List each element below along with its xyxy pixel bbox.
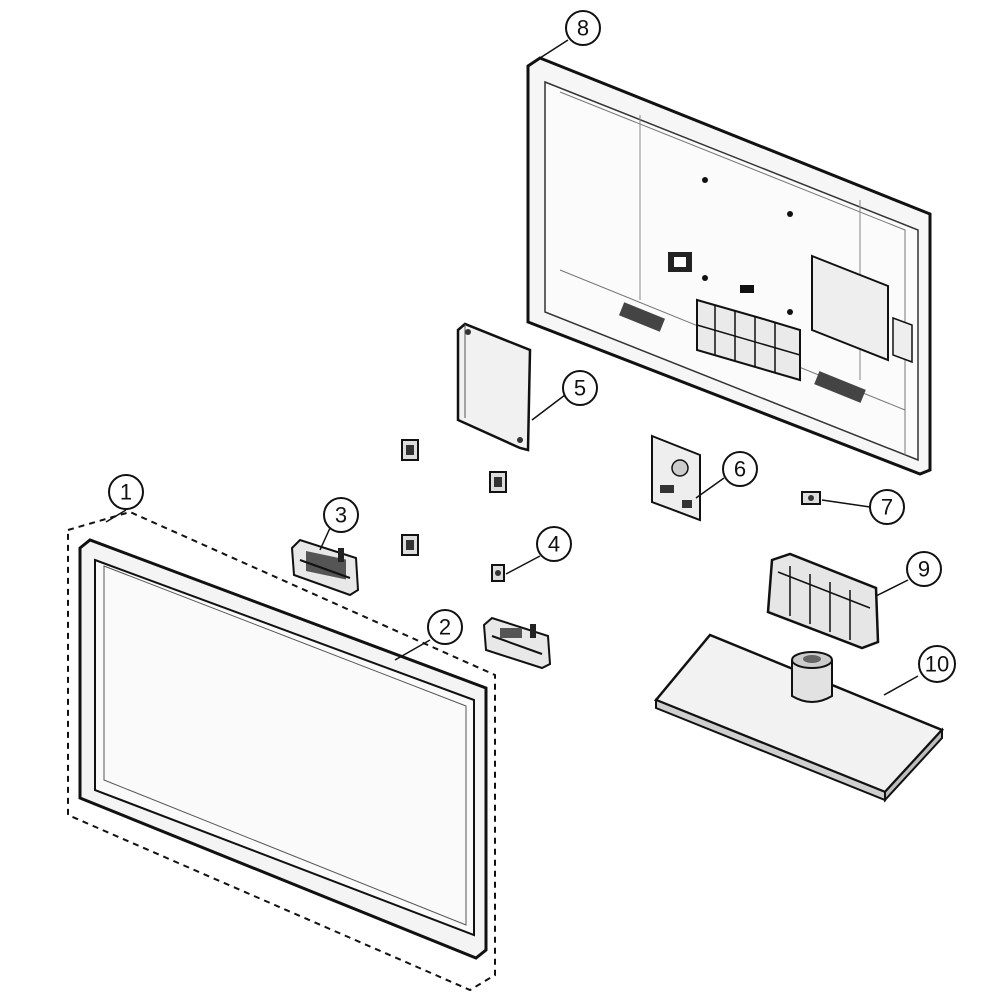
callout-8-label: 8 bbox=[577, 16, 589, 41]
callout-8: 8 bbox=[565, 10, 601, 46]
callout-5-label: 5 bbox=[574, 376, 586, 401]
callout-5: 5 bbox=[562, 370, 598, 406]
callouts: 1 2 3 4 5 6 bbox=[105, 10, 956, 696]
callout-4: 4 bbox=[536, 526, 572, 562]
connector-clip bbox=[801, 491, 821, 505]
rear-cover-stand-mount bbox=[696, 298, 801, 382]
callout-3-label: 3 bbox=[335, 503, 347, 528]
bracket-clip bbox=[489, 471, 507, 493]
bracket-clip bbox=[401, 439, 419, 461]
callout-4-label: 4 bbox=[548, 532, 560, 557]
callout-10: 10 bbox=[918, 645, 956, 683]
stand-neck bbox=[766, 552, 880, 650]
callout-6-label: 6 bbox=[734, 457, 746, 482]
rear-cover-terminal-panel bbox=[811, 254, 889, 362]
right-speaker bbox=[482, 616, 552, 670]
front-bezel-inner bbox=[94, 558, 475, 937]
callout-9-label: 9 bbox=[918, 557, 930, 582]
front-bezel-dashed-outline bbox=[67, 510, 496, 992]
callout-2-label: 2 bbox=[439, 615, 451, 640]
callout-7: 7 bbox=[869, 489, 905, 525]
rear-cover-inner bbox=[544, 80, 919, 462]
callout-9: 9 bbox=[906, 551, 942, 587]
left-speaker bbox=[290, 538, 360, 597]
callout-1-label: 1 bbox=[120, 480, 132, 505]
callout-6: 6 bbox=[722, 451, 758, 487]
stand-base bbox=[653, 633, 945, 803]
callout-3: 3 bbox=[323, 497, 359, 533]
callout-10-label: 10 bbox=[925, 652, 949, 677]
callout-1: 1 bbox=[108, 474, 144, 510]
bracket-clips bbox=[401, 439, 507, 582]
front-bezel-assembly bbox=[67, 510, 496, 992]
callout-7-label: 7 bbox=[881, 495, 893, 520]
callout-2: 2 bbox=[427, 609, 463, 645]
main-board bbox=[456, 322, 532, 452]
rear-cover bbox=[526, 56, 932, 476]
bracket-clip bbox=[491, 564, 505, 582]
front-bezel-screen bbox=[103, 565, 467, 926]
bracket-clip bbox=[401, 534, 419, 556]
sub-board bbox=[651, 434, 701, 522]
